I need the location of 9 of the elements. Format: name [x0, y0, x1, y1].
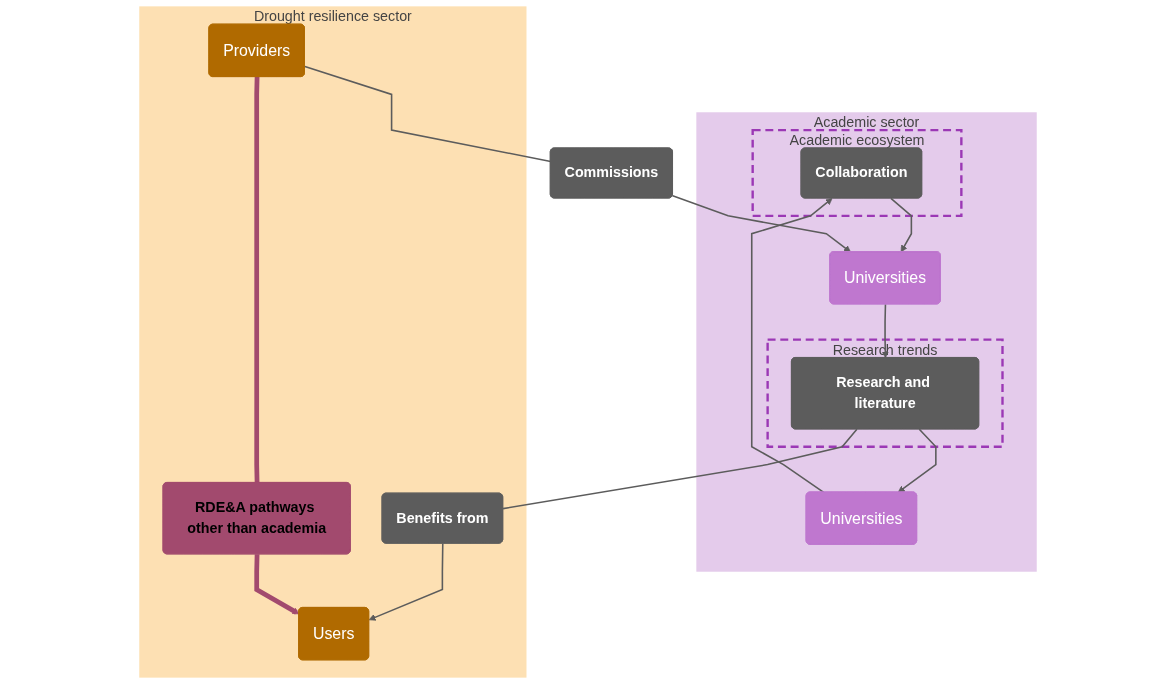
arrow	[897, 428, 937, 493]
connector	[502, 428, 858, 510]
arrow	[254, 554, 300, 615]
arrow	[671, 194, 851, 253]
connector	[254, 76, 260, 483]
arrow	[368, 542, 444, 621]
arrow	[881, 303, 889, 359]
connector	[304, 65, 552, 163]
arrow	[890, 197, 913, 253]
